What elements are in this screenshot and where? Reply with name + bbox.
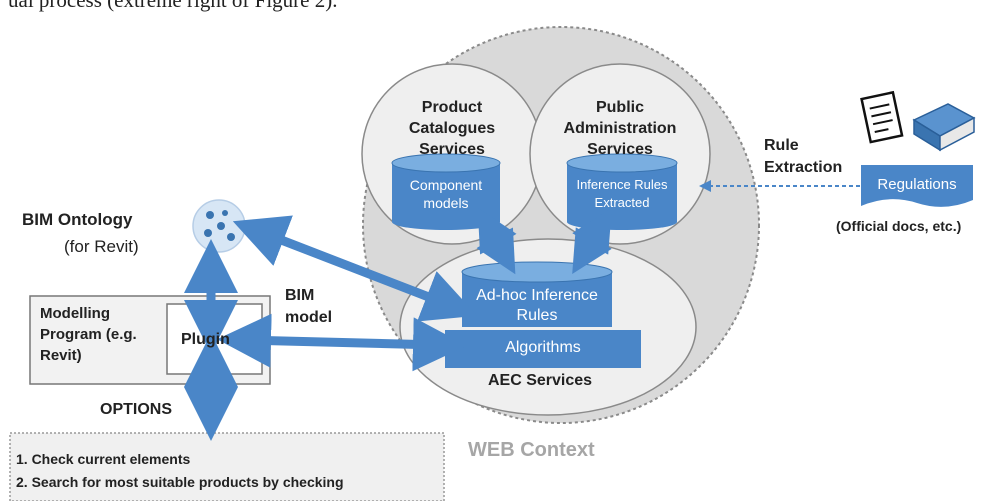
- regulations-document: [861, 165, 973, 207]
- documents-icon: [860, 90, 904, 144]
- component-models-label: Component models: [409, 177, 483, 211]
- options-title: OPTIONS: [100, 401, 173, 418]
- ontology-aec-arrow: [232, 215, 478, 322]
- public-administration-title: Public Administration Services: [563, 99, 677, 158]
- options-item-2: 2. Search for most suitable products by …: [16, 474, 344, 490]
- plugin-algorithms-arrow: [217, 313, 467, 372]
- component-models-database: [391, 153, 501, 230]
- aec-services-title: AEC Services: [487, 372, 593, 389]
- product-catalogues-title: Product Catalogues Services: [408, 99, 496, 158]
- component-aec-arrow: [476, 207, 517, 275]
- options-item-1: 1. Check current elements: [16, 451, 191, 467]
- book-icon: [912, 103, 976, 152]
- web-context-label: WEB Context: [468, 439, 595, 461]
- ontology-icon: [192, 199, 246, 253]
- regulations-caption: (Official docs, etc.): [836, 218, 962, 234]
- inference-rules-extracted-label: Inference Rules Extracted: [576, 177, 668, 210]
- intro-text: ual process (extreme right of Figure 2).: [8, 0, 338, 12]
- options-box: [9, 432, 445, 501]
- rule-extraction-label: Rule Extraction: [764, 137, 843, 176]
- regulations-label: Regulations: [877, 176, 957, 193]
- bim-model-label: BIM model: [285, 287, 333, 326]
- bim-ontology-title: BIM Ontology: [22, 210, 133, 229]
- rules-aec-arrow: [572, 207, 612, 275]
- algorithms-box: [445, 330, 641, 368]
- ad-hoc-inference-rules-label: Ad-hoc Inference Rules: [476, 287, 598, 324]
- bim-ontology-subtitle: (for Revit): [64, 237, 139, 256]
- algorithms-label: Algorithms: [505, 339, 581, 356]
- modelling-program-label: Modelling Program (e.g. Revit): [40, 305, 137, 364]
- plugin-label: Plugin: [181, 331, 230, 348]
